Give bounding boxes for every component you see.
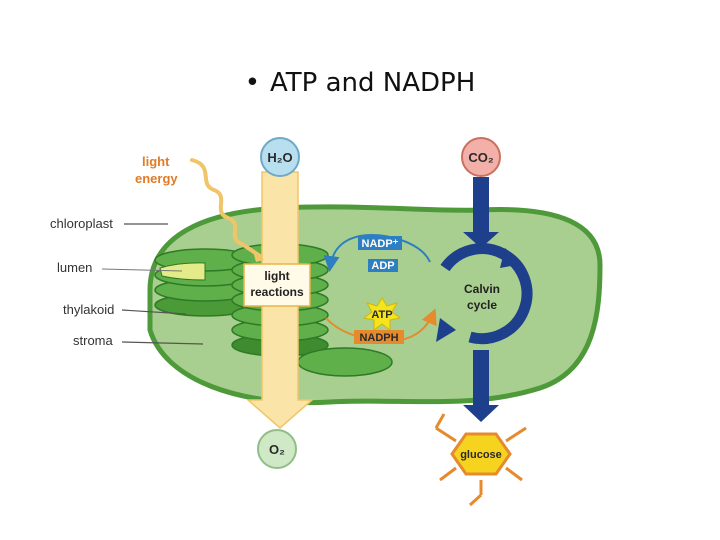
calvin-line2: cycle [467, 298, 497, 312]
glucose-molecule [434, 413, 527, 507]
adp-label: ADP [371, 260, 394, 272]
thylakoid-label: thylakoid [63, 302, 114, 317]
nadp-box [358, 236, 402, 250]
calvin-line1: Calvin [464, 282, 500, 296]
atp-label: ATP [371, 309, 392, 321]
thylakoid-leader [121, 309, 187, 315]
light-energy-squiggle [190, 158, 262, 258]
co2-label: CO₂ [468, 150, 494, 165]
atp-star [362, 297, 402, 331]
lumen-label: lumen [57, 260, 92, 275]
h2o-label: H₂O [267, 150, 292, 165]
glucose-label: glucose [460, 449, 502, 461]
light-reactions-box [243, 263, 311, 307]
stroma-leader [121, 341, 204, 345]
slide-title: • ATP and NADPH [0, 68, 720, 98]
light-energy-label-line2: energy [135, 171, 178, 186]
co2-circle [461, 137, 501, 177]
thylakoid-lower [297, 347, 393, 377]
o2-circle [257, 429, 297, 469]
title-bullet: • [244, 68, 261, 98]
light-reactions-line2: reactions [250, 285, 304, 299]
adp-box [368, 259, 398, 272]
light-reactions-line1: light [264, 269, 289, 283]
calvin-cycle-ring [436, 243, 533, 345]
nadph-box [354, 330, 404, 344]
h2o-circle [260, 137, 300, 177]
o2-label: O₂ [269, 442, 285, 457]
nadph-label: NADPH [359, 332, 398, 344]
light-energy-label-line1: light [142, 154, 170, 169]
stroma-label: stroma [73, 333, 114, 348]
blue-return-arrow [323, 234, 431, 272]
title-text: ATP and NADPH [270, 68, 476, 98]
calvin-arrow-top [463, 177, 499, 248]
chloroplast-label: chloroplast [50, 216, 113, 231]
calvin-arrow-bottom [463, 350, 499, 422]
lumen-leader [101, 268, 183, 272]
nadp-label: NADP⁺ [362, 238, 399, 250]
